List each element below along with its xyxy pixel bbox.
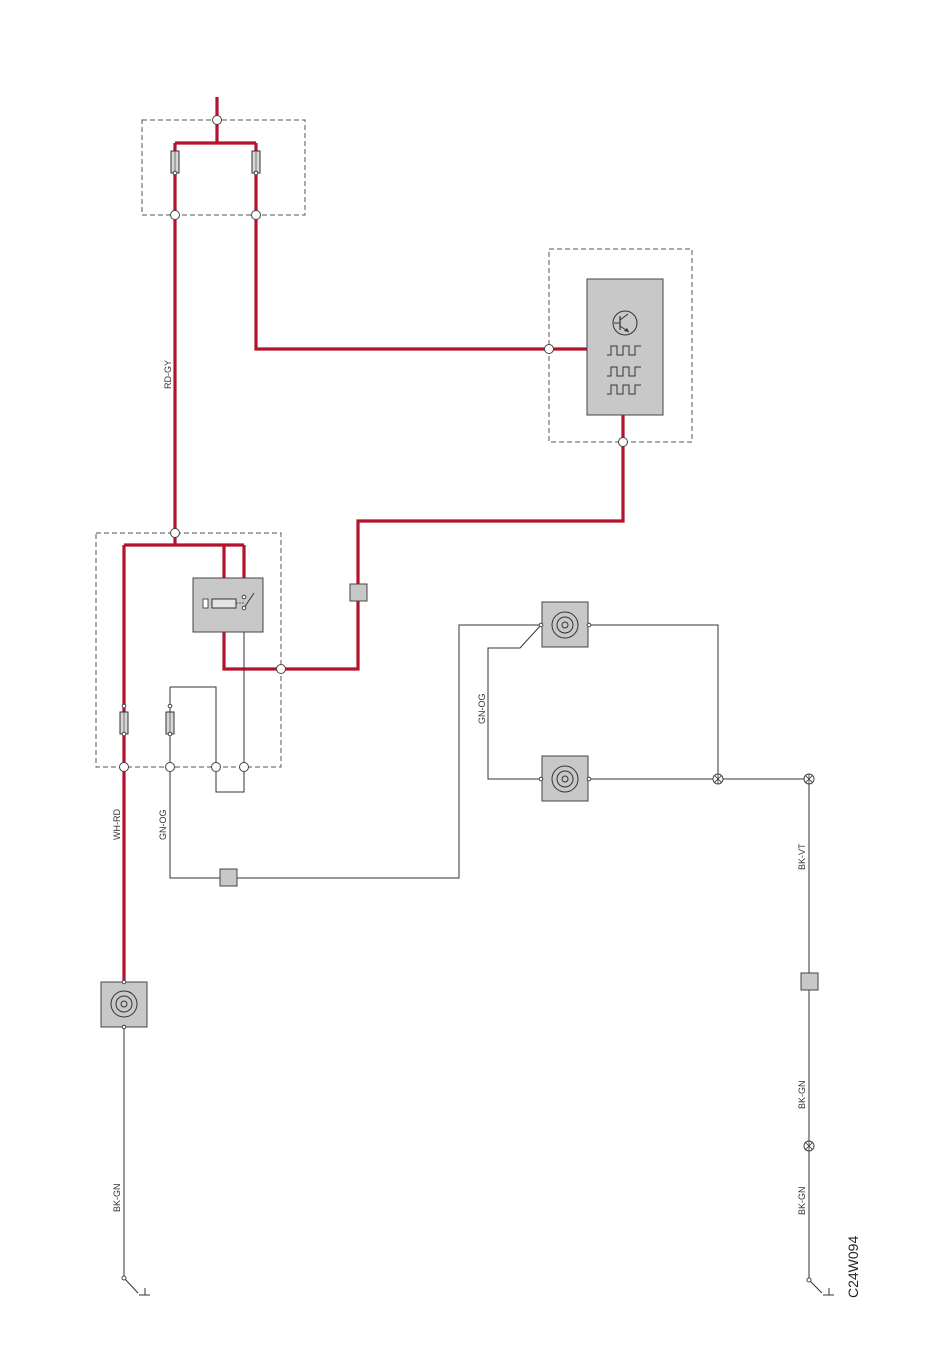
ground-symbol-left xyxy=(122,1276,150,1295)
lamp-upper-right xyxy=(542,602,588,647)
inline-connector-red xyxy=(350,584,367,601)
inline-connector-bk-vt xyxy=(801,973,818,990)
lamp-left xyxy=(101,982,147,1027)
fuse-relay-box-right xyxy=(166,712,174,734)
wire-label-gn-og-left: GN-OG xyxy=(158,810,168,841)
fuse-top-right xyxy=(252,151,260,173)
lamp-lower-right xyxy=(542,756,588,801)
splice-point xyxy=(713,774,723,784)
wire-label-rd-gy: RD-GY xyxy=(163,360,173,389)
drawing-code: C24W094 xyxy=(845,1236,861,1298)
power-wires xyxy=(124,97,623,982)
connector-nodes xyxy=(120,116,628,1029)
wire-label-bk-gn-right-upper: BK-GN xyxy=(797,1080,807,1109)
relay xyxy=(193,578,263,632)
fuse-relay-box-left xyxy=(120,712,128,734)
wire-label-gn-og-right: GN-OG xyxy=(477,694,487,725)
wire-label-bk-gn-right-lower: BK-GN xyxy=(797,1186,807,1215)
fuse-top-left xyxy=(171,151,179,173)
control-module xyxy=(587,279,663,415)
fuse-box-top xyxy=(142,120,305,215)
wire-label-wh-rd: WH-RD xyxy=(112,809,122,840)
ground-symbol-right xyxy=(807,1278,834,1295)
splice-point xyxy=(804,774,814,784)
wire-label-bk-vt: BK-VT xyxy=(797,843,807,870)
splice-point xyxy=(804,1141,814,1151)
wire-label-bk-gn-left: BK-GN xyxy=(112,1183,122,1212)
inline-connector-gn-og xyxy=(220,869,237,886)
signal-wires xyxy=(124,608,809,1280)
